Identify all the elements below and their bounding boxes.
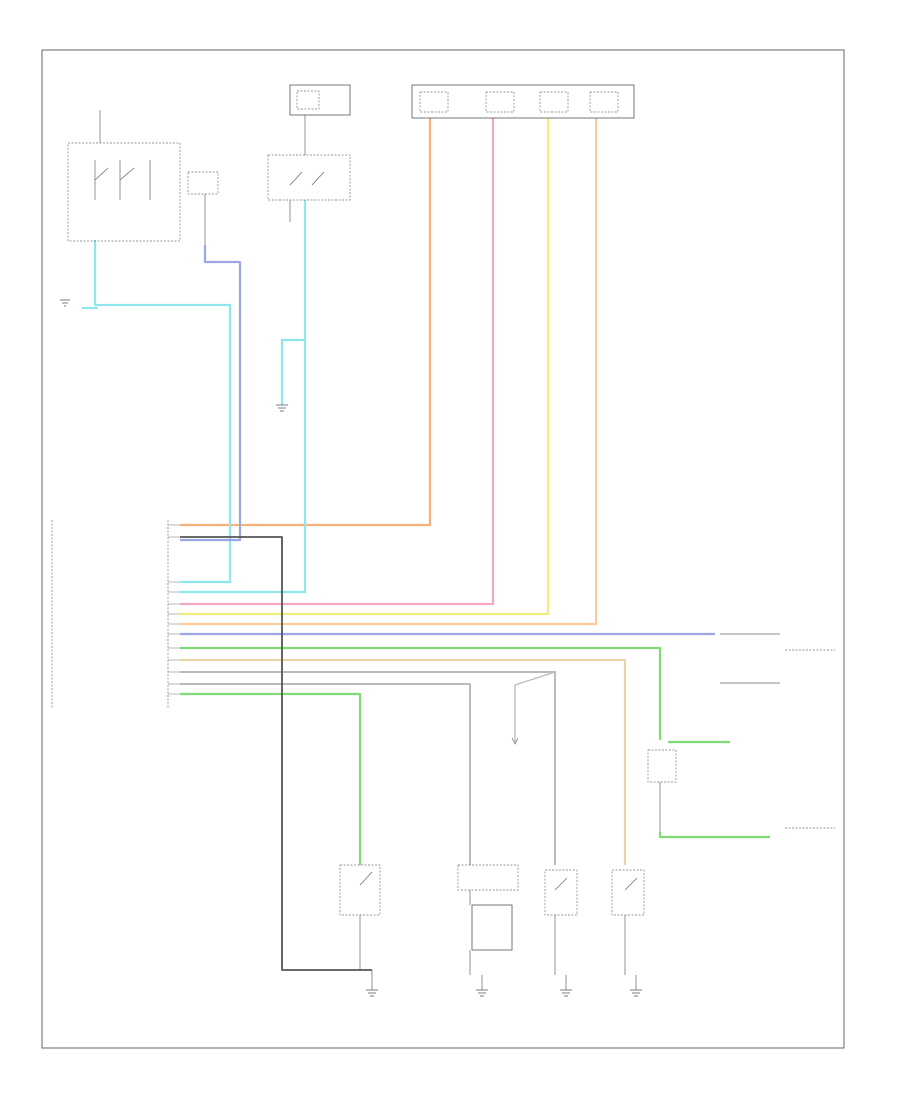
wire-dark-gray — [180, 536, 372, 971]
underhood-fuse-element — [296, 90, 320, 110]
wire-blue — [180, 245, 242, 542]
wire-gray-3 — [514, 671, 556, 742]
wire-gray-1 — [180, 671, 556, 865]
wire-tan — [180, 658, 627, 865]
switch-box-3 — [544, 869, 578, 916]
ground-icon — [560, 989, 572, 997]
wire-pink — [180, 118, 495, 606]
fuse-block — [411, 84, 635, 119]
fuse-4 — [589, 91, 619, 113]
brake-switch-box — [267, 154, 351, 201]
underhood-fuse — [289, 84, 351, 155]
ground-icon — [630, 989, 642, 997]
switch-box-1 — [339, 864, 381, 916]
fuse-block-box — [411, 84, 635, 119]
ground-icon — [476, 989, 488, 997]
wire-peach — [180, 118, 598, 626]
brake-switch — [267, 154, 351, 222]
fuse-1 — [419, 91, 449, 113]
wire-gray-2 — [180, 683, 471, 865]
bottom-switches — [339, 864, 645, 997]
underhood-fuse-box — [289, 84, 351, 116]
switch-icon — [554, 877, 568, 975]
left-switch-cluster — [67, 110, 219, 245]
switch-box-2 — [457, 864, 519, 891]
control-module — [51, 520, 180, 708]
fuse-2 — [485, 91, 515, 113]
diagram-frame — [41, 49, 845, 1049]
cluster-component — [647, 749, 677, 783]
wire-yellow — [180, 118, 550, 616]
wire-cyan-left — [93, 240, 232, 584]
instrument-cluster — [647, 633, 835, 832]
sensor-ground — [276, 404, 288, 412]
wire-cyan — [180, 200, 307, 594]
ground-icon — [60, 299, 70, 307]
wire-green-1 — [180, 646, 662, 740]
wires — [82, 118, 770, 971]
switch-icon — [289, 171, 325, 186]
switch-icon — [94, 160, 151, 200]
module-pins — [168, 524, 180, 695]
switch-icon — [624, 877, 638, 975]
left-switch-box — [67, 142, 181, 242]
fuse-3 — [539, 91, 569, 113]
switch-box-4 — [611, 869, 645, 916]
ground-icon — [276, 404, 288, 412]
switch-icon — [359, 871, 373, 970]
wire-green-4 — [180, 692, 362, 865]
wire-orange — [180, 118, 432, 527]
ground-icon — [366, 989, 378, 997]
arrow-down-icon — [511, 737, 519, 745]
left-connector — [187, 171, 219, 195]
wire-green-2 — [658, 832, 770, 839]
wire-cyan-branch — [280, 338, 305, 405]
module-box-2 — [471, 904, 513, 951]
